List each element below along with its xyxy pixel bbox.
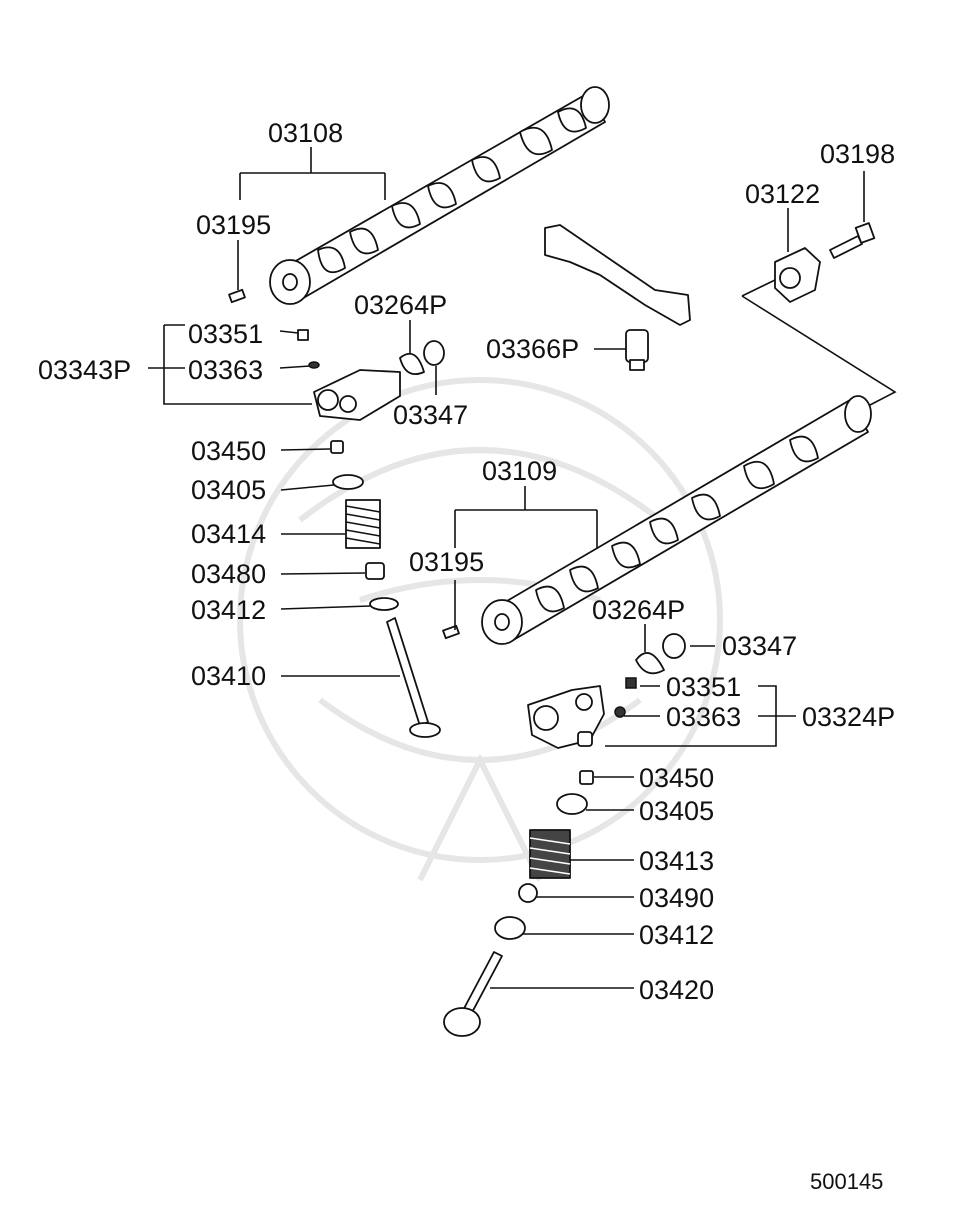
label-03450-upper: 03450 bbox=[191, 436, 266, 466]
label-03198: 03198 bbox=[820, 139, 895, 169]
retainer-03405b bbox=[556, 793, 588, 815]
lash-adjuster bbox=[625, 329, 649, 371]
pin-upper bbox=[228, 288, 246, 304]
label-03405-lower: 03405 bbox=[639, 796, 714, 826]
label-03109: 03109 bbox=[482, 456, 557, 486]
bearing-cap bbox=[544, 224, 691, 326]
link-line bbox=[741, 279, 897, 406]
label-03412-lower: 03412 bbox=[639, 920, 714, 950]
gasket-lower bbox=[635, 652, 665, 675]
label-03351-lower: 03351 bbox=[666, 672, 741, 702]
camshaft-upper bbox=[269, 86, 610, 305]
seal-03480 bbox=[365, 562, 385, 580]
label-03413: 03413 bbox=[639, 846, 714, 876]
pin-lower bbox=[442, 624, 460, 640]
label-03347-upper: 03347 bbox=[393, 400, 468, 430]
valve-03410 bbox=[386, 617, 441, 738]
gasket-upper bbox=[399, 352, 425, 376]
sprocket-hub bbox=[774, 247, 821, 303]
seal-lower bbox=[662, 633, 686, 659]
seat-03412a bbox=[369, 597, 399, 611]
label-03108: 03108 bbox=[268, 118, 343, 148]
seat-03412b bbox=[494, 916, 526, 940]
label-03363-lower: 03363 bbox=[666, 702, 741, 732]
camshaft-lower bbox=[481, 395, 872, 645]
watermark bbox=[237, 377, 723, 882]
label-03490: 03490 bbox=[639, 883, 714, 913]
label-03480: 03480 bbox=[191, 559, 266, 589]
cap-03450a bbox=[330, 440, 344, 454]
rocker-assembly-upper bbox=[297, 329, 401, 421]
diagram-id: 500145 bbox=[810, 1169, 883, 1194]
label-03414: 03414 bbox=[191, 519, 266, 549]
valve-03420 bbox=[443, 951, 503, 1037]
seal-upper bbox=[423, 340, 445, 366]
label-03122: 03122 bbox=[745, 179, 820, 209]
label-03343P: 03343P bbox=[38, 355, 131, 385]
label-03363-upper: 03363 bbox=[188, 355, 263, 385]
label-03366P: 03366P bbox=[486, 334, 579, 364]
spring-03413 bbox=[529, 829, 571, 879]
label-03412-upper: 03412 bbox=[191, 595, 266, 625]
label-03420: 03420 bbox=[639, 975, 714, 1005]
rocker-assembly-lower bbox=[527, 677, 637, 749]
label-03195-lower: 03195 bbox=[409, 547, 484, 577]
label-03351-upper: 03351 bbox=[188, 319, 263, 349]
label-03264P-lower: 03264P bbox=[592, 595, 685, 625]
label-03450-lower: 03450 bbox=[639, 763, 714, 793]
retainer-03405a bbox=[332, 474, 364, 490]
label-03410: 03410 bbox=[191, 661, 266, 691]
label-03405-upper: 03405 bbox=[191, 475, 266, 505]
part-labels: 03108 03195 03264P 03351 03343P 03363 03… bbox=[38, 118, 895, 1194]
spring-03414 bbox=[345, 499, 381, 549]
label-03324P: 03324P bbox=[802, 702, 895, 732]
cap-03450b bbox=[579, 770, 594, 785]
seal-03490 bbox=[518, 883, 538, 903]
bolt-03198 bbox=[829, 222, 876, 259]
label-03347-lower: 03347 bbox=[722, 631, 797, 661]
label-03264P-upper: 03264P bbox=[354, 290, 447, 320]
label-03195-upper: 03195 bbox=[196, 210, 271, 240]
leader-lines bbox=[148, 147, 865, 989]
